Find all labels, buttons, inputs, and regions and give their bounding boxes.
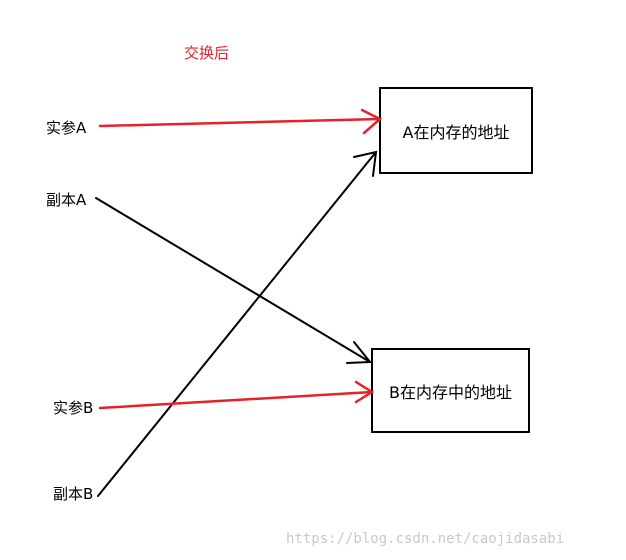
box-address-a: A在内存的地址 <box>379 87 533 174</box>
arrow-actual-b-to-box-b <box>98 380 375 410</box>
arrow-actual-a-to-box-a <box>98 108 383 135</box>
watermark-text: https://blog.csdn.net/caojidasabi <box>286 531 565 547</box>
label-copy-b: 副本B <box>53 485 94 503</box>
box-address-b: B在内存中的地址 <box>371 348 530 433</box>
box-address-b-text: B在内存中的地址 <box>389 382 512 402</box>
label-actual-a: 实参A <box>46 119 87 137</box>
arrow-copy-b-to-box-a <box>97 150 378 497</box>
arrow-copy-a-to-box-b <box>95 197 373 364</box>
diagram-title: 交换后 <box>184 44 230 62</box>
box-address-a-text: A在内存的地址 <box>402 122 510 142</box>
label-copy-a: 副本A <box>46 191 87 209</box>
label-actual-b: 实参B <box>53 399 94 417</box>
